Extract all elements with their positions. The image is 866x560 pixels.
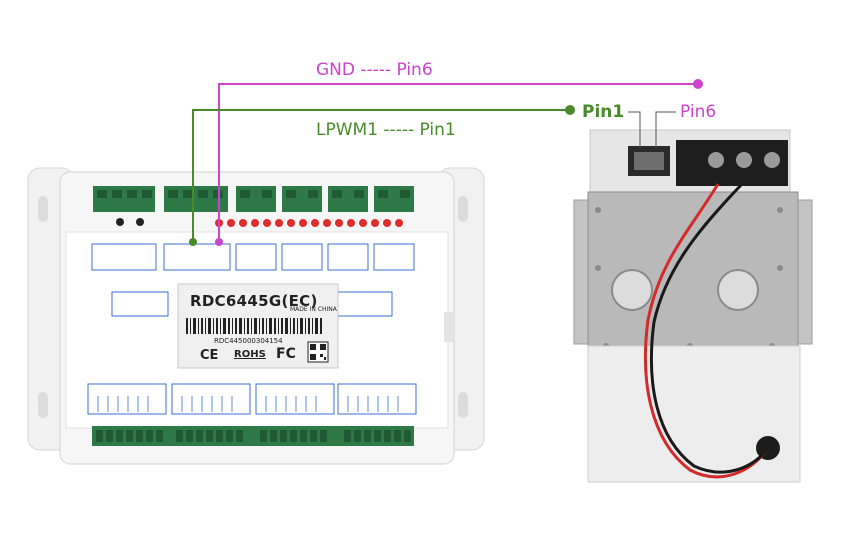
- terminal-block: [282, 186, 322, 212]
- mount-slot: [38, 196, 48, 222]
- top-pin-labels: [91, 243, 415, 317]
- bottom-terminal-screws: [96, 430, 411, 442]
- mount-slot: [458, 196, 468, 222]
- barcode: [186, 318, 322, 334]
- indicator-dot: [116, 218, 124, 226]
- gnd-wire-end-dot: [693, 79, 703, 89]
- terminal-screw: [764, 152, 780, 168]
- controller-model: RDC6445G(EC): [190, 292, 318, 310]
- gnd-wire-start-dot: [215, 238, 223, 246]
- top-terminal-blocks: [93, 186, 414, 212]
- bottom-pin-ticks: [97, 396, 399, 412]
- pin6-label: Pin6: [680, 102, 717, 122]
- lpwm-connection-label: LPWM1 ----- Pin1: [316, 120, 456, 140]
- pin1-leader: [628, 111, 641, 148]
- controller-board: [27, 167, 485, 465]
- fc-mark: FC: [276, 346, 296, 362]
- psu-front-plate: [587, 191, 799, 347]
- pin6-leader: [655, 111, 676, 148]
- terminal-block: [374, 186, 414, 212]
- laser-power-supply: [573, 129, 813, 483]
- psu-lower-housing: [587, 345, 801, 483]
- lpwm-wire-end-dot: [565, 105, 575, 115]
- serial-number: RDC445000304154: [214, 337, 283, 345]
- black-cable: [649, 182, 770, 474]
- terminal-screw: [708, 152, 724, 168]
- bottom-terminal-strip: [92, 426, 414, 446]
- side-port: [444, 312, 454, 342]
- gnd-wire: [215, 79, 703, 246]
- terminal-block: [236, 186, 276, 212]
- lpwm-wire-start-dot: [189, 238, 197, 246]
- qr-code: [307, 341, 329, 363]
- mount-slot: [458, 392, 468, 418]
- red-cable: [643, 183, 770, 479]
- signal-connector-socket: [634, 152, 664, 170]
- mount-slot: [38, 392, 48, 418]
- bottom-pin-labels: [87, 383, 417, 415]
- terminal-screw: [736, 152, 752, 168]
- rohs-mark: ROHS: [234, 349, 266, 360]
- indicator-dot: [136, 218, 144, 226]
- terminal-block: [93, 186, 155, 212]
- pin1-label: Pin1: [582, 102, 625, 122]
- lpwm-wire: [189, 105, 575, 246]
- terminal-block: [328, 186, 368, 212]
- led-row: [215, 219, 403, 227]
- ce-mark: CE: [200, 348, 219, 363]
- mount-hole: [611, 269, 653, 311]
- mount-hole: [717, 269, 759, 311]
- made-in-label: MADE IN CHINA: [290, 306, 337, 313]
- gnd-connection-label: GND ----- Pin6: [316, 60, 433, 80]
